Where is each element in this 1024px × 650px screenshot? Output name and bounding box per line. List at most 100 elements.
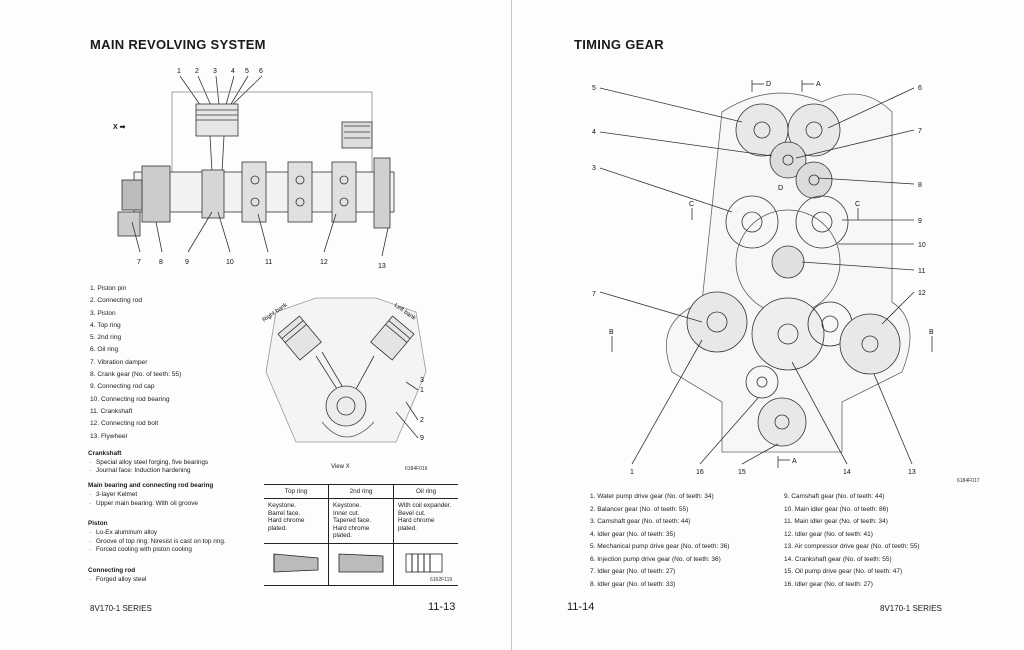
callout-13: 13 [378,263,386,270]
crankshaft-assembly-diagram: 1 2 3 4 5 6 7 8 9 10 11 12 13 [117,68,395,270]
list-item: 4. Idler gear (No. of teeth: 35) [590,530,676,538]
callout-7-left: 7 [592,291,596,298]
callout-5: 5 [245,68,249,75]
list-item: 1. Water pump drive gear (No. of teeth: … [590,493,714,500]
section-mark-d: D [766,81,771,88]
figure-code: 6184F017 [957,478,980,484]
callout-2: 2 [195,68,199,75]
spec-item: Groove of top ring: Niresist is cast on … [88,538,258,547]
list-item: 6. Oil ring [90,346,119,354]
top-ring-profile [264,543,329,586]
section-mark-a: A [816,81,821,88]
list-item: 16. Idler gear (No. of teeth: 27) [784,580,873,588]
list-item: 12. Idler gear (No. of teeth: 41) [784,530,873,538]
piston-ring-table: Top ring 2nd ring Oil ring Keystone. Bar… [264,484,458,586]
list-item: 10. Main idler gear (No. of teeth: 86) [784,505,889,513]
footer-series: 8V170-1 SERIES [880,604,942,613]
table-header: Oil ring [393,484,458,499]
callout-7: 7 [137,259,141,266]
list-item: 13. Flywheel [90,432,128,440]
callout-8: 8 [918,182,922,189]
callout-13: 13 [908,469,916,476]
spec-block: Crankshaft Special alloy steel forging, … [88,450,258,584]
callout-7: 7 [918,128,922,135]
section-callout-2: 2 [420,417,424,424]
callout-11: 11 [265,259,272,266]
list-item: 14. Crankshaft gear (No. of teeth: 55) [784,555,892,563]
table-row [264,543,458,586]
section-mark-d-mid: D [778,185,783,192]
spec-item: 3-layer Kelmet [88,491,258,500]
right-page: TIMING GEAR [512,0,1024,650]
arrow-right-icon: ➡ [119,124,126,131]
callout-9: 9 [918,218,922,225]
callout-5: 5 [592,85,596,92]
table-figure-code: 6162F119 [430,577,453,583]
section-mark-c-right: C [855,201,860,208]
list-item: 3. Piston [90,309,116,317]
oil-ring-profile [393,543,458,586]
spec-item: Forced cooling with piston cooling [88,546,258,555]
callout-1: 1 [177,68,181,75]
list-item: 5. Mechanical pump drive gear (No. of te… [590,543,730,550]
callout-16: 16 [696,469,704,476]
page-number: 11-14 [567,601,595,613]
page-number: 11-13 [428,601,456,613]
spec-item: Forged alloy steel [88,576,258,585]
second-ring-profile [328,543,394,586]
left-page: MAIN REVOLVING SYSTEM [0,0,512,650]
x-view-marker: X ➡ [113,124,126,131]
footer-series: 8V170-1 SERIES [90,604,152,613]
callout-6: 6 [259,68,263,75]
callout-1: 1 [630,469,634,476]
list-item: 1. Piston pin [90,285,127,292]
section-mark-a-bottom: A [792,458,797,465]
table-row: Keystone. Barrel face. Hard chrome plate… [264,498,458,544]
callout-15: 15 [738,469,746,476]
callout-3: 3 [213,68,217,75]
list-item: 7. Vibration damper [90,358,148,366]
section-mark-b-right: B [929,329,934,336]
section-callout-9: 9 [420,435,424,442]
callout-4: 4 [592,129,596,136]
spec-item: Lo-Ex aluminum alloy [88,529,258,538]
spec-item: Journal face: Induction hardening [88,467,258,476]
callout-6: 6 [918,85,922,92]
section-callout-1: 1 [420,387,424,394]
gear-list-col1: 1. Water pump drive gear (No. of teeth: … [590,491,729,591]
table-header: 2nd ring [328,484,394,499]
list-item: 12. Connecting rod bolt [90,420,159,428]
callout-3: 3 [592,165,596,172]
callout-11: 11 [918,268,925,275]
section-mark-b-left: B [609,329,614,336]
callout-8: 8 [159,259,163,266]
spec-heading: Crankshaft [88,450,122,457]
table-cell: Keystone. Barrel face. Hard chrome plate… [264,498,329,544]
list-item: 3. Camshaft gear (No. of teeth: 44) [590,518,691,525]
list-item: 4. Top ring [90,321,121,329]
list-item: 9. Connecting rod cap [90,383,155,391]
spec-heading: Connecting rod [88,567,136,575]
list-item: 13. Air compressor drive gear (No. of te… [784,543,920,550]
table-cell: With coil expander. Bevel cut. Hard chro… [393,498,458,544]
spec-heading: Main bearing and connecting rod bearing [88,482,214,490]
spec-item: Upper main bearing: With oil groove [88,500,258,509]
figure-code: 6184F016 [405,466,428,472]
callout-10: 10 [226,259,234,266]
list-item: 2. Balancer gear (No. of teeth: 55) [590,505,689,513]
list-item: 2. Connecting rod [90,297,143,305]
gear-list-col2: 9. Camshaft gear (No. of teeth: 44) 10. … [784,491,919,591]
callout-4: 4 [231,68,235,75]
list-item: 15. Oil pump drive gear (No. of teeth: 4… [784,568,903,575]
list-item: 10. Connecting rod bearing [90,395,170,403]
list-item: 9. Camshaft gear (No. of teeth: 44) [784,493,885,500]
parts-list: 1. Piston pin 2. Connecting rod 3. Pisto… [90,283,181,443]
section-mark-c-left: C [689,201,694,208]
table-header: Top ring [264,484,329,499]
callout-12: 12 [320,259,328,266]
callout-14: 14 [843,469,851,476]
list-item: 8. Crank gear (No. of teeth: 55) [90,371,182,379]
table-cell: Keystone. Inner cut. Tapered face. Hard … [328,498,394,544]
page-title: TIMING GEAR [574,37,664,52]
callout-12: 12 [918,290,926,297]
